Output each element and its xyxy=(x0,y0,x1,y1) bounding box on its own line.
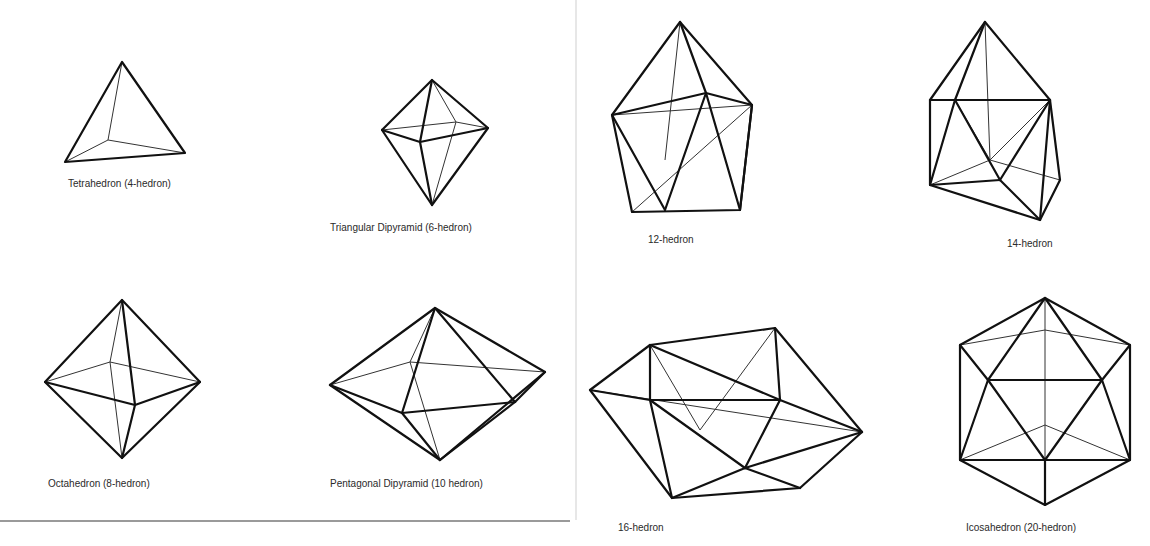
tetrahedron-figure xyxy=(65,62,185,162)
twelve-hedron-figure xyxy=(612,22,752,212)
triangular-dipyramid-figure xyxy=(382,80,488,205)
figure-caption: Triangular Dipyramid (6-hedron) xyxy=(330,222,472,234)
octahedron-figure xyxy=(45,300,200,458)
pentagonal-dipyramid-figure xyxy=(330,308,545,460)
figure-caption: Octahedron (8-hedron) xyxy=(48,478,150,490)
sixteen-hedron-figure xyxy=(590,328,862,498)
figure-caption: 16-hedron xyxy=(618,522,664,534)
figure-caption: Pentagonal Dipyramid (10 hedron) xyxy=(330,478,483,490)
figure-caption: 12-hedron xyxy=(648,234,694,246)
figure-caption: Icosahedron (20-hedron) xyxy=(966,522,1076,534)
fourteen-hedron-figure xyxy=(930,22,1060,220)
figure-caption: Tetrahedron (4-hedron) xyxy=(68,178,171,190)
figure-caption: 14-hedron xyxy=(1007,238,1053,250)
icosahedron-figure xyxy=(960,298,1130,505)
